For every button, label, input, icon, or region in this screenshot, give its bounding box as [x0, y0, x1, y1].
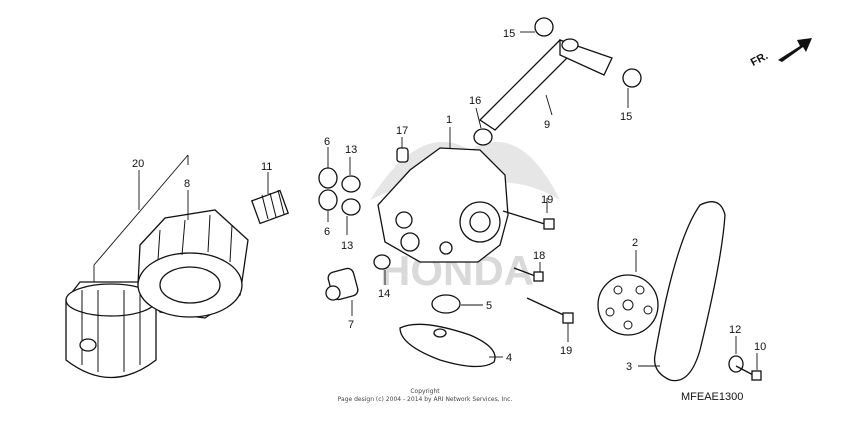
callout-19-lower: 19 [560, 345, 572, 357]
callout-6-top: 6 [324, 136, 330, 148]
callout-15-top: 15 [503, 28, 515, 40]
callout-19-upper: 19 [541, 194, 553, 206]
dowels-and-o-rings [318, 167, 361, 216]
callout-14: 14 [378, 288, 390, 300]
front-direction-arrow: FR. [749, 38, 812, 69]
o-ring-14 [373, 254, 391, 270]
svg-text:FR.: FR. [749, 50, 770, 69]
callout-8: 8 [184, 178, 190, 190]
oil-filter-cartridge-8 [137, 209, 249, 319]
oil-strainer-4 [399, 323, 496, 368]
callout-17: 17 [396, 125, 408, 137]
oil-pump-1 [377, 147, 509, 263]
callout-13-bottom: 13 [341, 240, 353, 252]
washer-12 [728, 355, 744, 373]
callout-9: 9 [544, 119, 550, 131]
sprocket-2 [597, 274, 659, 336]
diagram-code: MFEAE1300 [681, 391, 743, 403]
callout-numbers: 20 8 11 6 6 13 13 17 1 16 15 9 15 19 18 … [132, 28, 766, 373]
callout-15-right: 15 [620, 111, 632, 123]
callout-2: 2 [632, 237, 638, 249]
callout-11: 11 [261, 161, 272, 173]
seal-15-right [622, 68, 642, 88]
filter-bolt-11 [250, 189, 290, 225]
oil-filter-20 [65, 281, 157, 379]
callout-3: 3 [626, 361, 632, 373]
callout-10: 10 [754, 341, 766, 353]
callout-7: 7 [348, 319, 354, 331]
callout-16: 16 [469, 95, 481, 107]
o-ring-16 [473, 128, 493, 146]
nut-5 [431, 294, 461, 314]
callout-20: 20 [132, 158, 144, 170]
leader-lines [93, 31, 758, 370]
callout-5: 5 [486, 300, 492, 312]
bolt-10 [735, 365, 762, 381]
callout-13-top: 13 [345, 144, 357, 156]
copyright-line-1: Copyright [410, 388, 440, 395]
callout-12: 12 [729, 324, 741, 336]
callout-6-bottom: 6 [324, 226, 330, 238]
seal-15-top [534, 17, 554, 37]
dowel-17 [396, 147, 409, 163]
relief-valve-7 [325, 267, 359, 301]
bolt-19-upper [502, 210, 555, 230]
bolt-18 [513, 267, 544, 282]
drive-chain-3 [653, 201, 726, 382]
bolt-19-lower [526, 297, 574, 324]
callout-18: 18 [533, 250, 545, 262]
callout-1: 1 [446, 114, 452, 126]
oil-pipe-9 [478, 38, 613, 131]
callout-4: 4 [506, 352, 512, 364]
copyright-line-2: Page design (c) 2004 - 2014 by ARI Netwo… [338, 396, 513, 403]
